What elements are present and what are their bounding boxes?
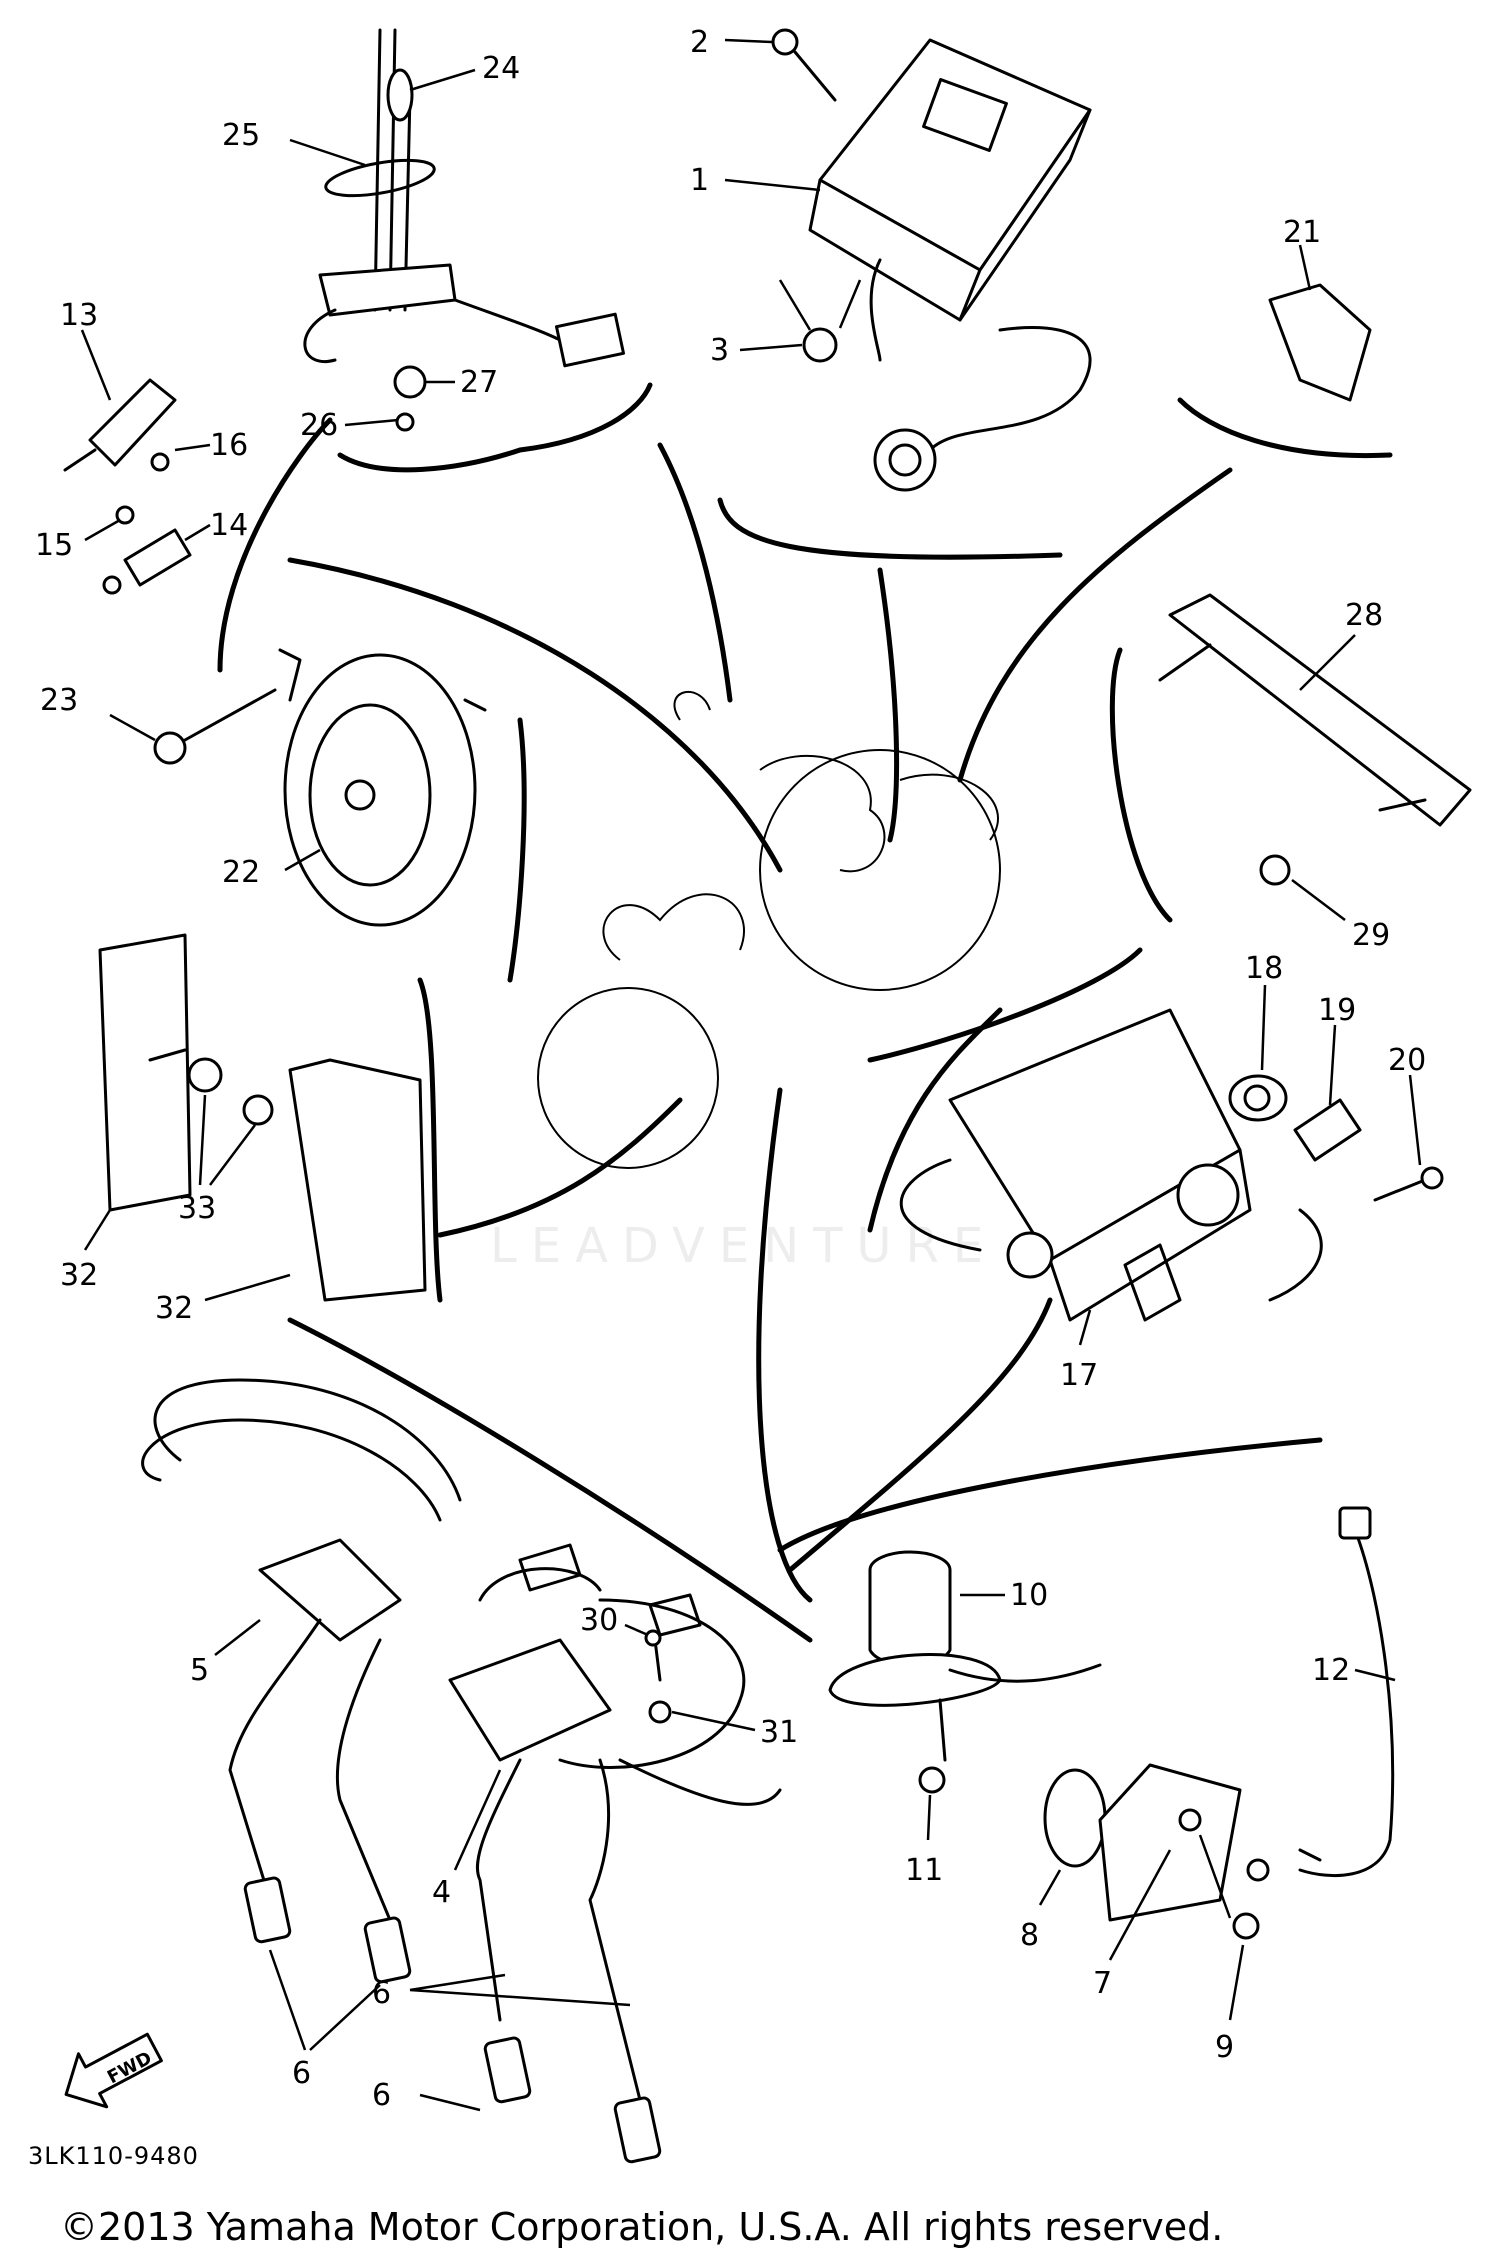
fuel-level-sender	[303, 28, 626, 432]
callout-13: 13	[60, 298, 98, 333]
callout-7: 7	[1093, 1966, 1112, 2001]
igniter-unit	[808, 38, 1092, 492]
callout-8: 8	[1020, 1918, 1039, 1953]
switches-13-14	[63, 378, 192, 595]
callouts: 1 2 3 4 5 6 6 6 7 8 9 10 11	[35, 25, 1426, 2113]
callout-17: 17	[1060, 1358, 1098, 1393]
callout-4: 4	[432, 1875, 451, 1910]
callout-24: 24	[482, 51, 520, 86]
callout-26: 26	[300, 408, 338, 443]
bolt-nut-30-31	[644, 1629, 672, 1724]
callout-10: 10	[1010, 1578, 1048, 1613]
callout-21: 21	[1283, 215, 1321, 250]
ignition-coils	[141, 1378, 782, 2164]
callout-11: 11	[905, 1853, 943, 1888]
sensor-7-8	[1043, 1763, 1260, 1940]
callout-32b: 32	[155, 1291, 193, 1326]
callout-25: 25	[222, 118, 260, 153]
callout-3: 3	[710, 333, 729, 368]
callout-27: 27	[460, 365, 498, 400]
forward-arrow-icon	[64, 2032, 163, 2109]
reflector-28	[1158, 593, 1472, 886]
callout-1: 1	[690, 163, 709, 198]
callout-22: 22	[222, 855, 260, 890]
callout-29: 29	[1352, 918, 1390, 953]
callout-23: 23	[40, 683, 78, 718]
callout-32a: 32	[60, 1258, 98, 1293]
side-reflectors	[98, 933, 427, 1302]
starter-relay	[899, 1008, 1444, 1322]
callout-12: 12	[1312, 1653, 1350, 1688]
callout-15: 15	[35, 528, 73, 563]
callout-31: 31	[760, 1715, 798, 1750]
callout-28: 28	[1345, 598, 1383, 633]
callout-16: 16	[210, 428, 248, 463]
bolt-23	[153, 688, 277, 765]
parts-diagram: FWD 1 2 3 4 5 6 6 6 7 8 9	[35, 25, 1472, 2164]
nut-3	[802, 327, 838, 363]
horn	[278, 648, 487, 927]
callout-19: 19	[1318, 993, 1356, 1028]
cover-21	[1268, 283, 1372, 402]
callout-30: 30	[580, 1603, 618, 1638]
engine-ghost-outline	[537, 691, 1001, 1169]
lead-wire-12	[1246, 1506, 1395, 1882]
callout-20: 20	[1388, 1043, 1426, 1078]
callout-2: 2	[690, 25, 709, 60]
group-dividers	[217, 382, 1393, 1643]
callout-18: 18	[1245, 951, 1283, 986]
watermark: LEADVENTURE	[490, 1218, 998, 1274]
callout-6a: 6	[292, 2056, 311, 2091]
callout-6c: 6	[372, 2078, 391, 2113]
diagram-code: 3LK110-9480	[28, 2142, 199, 2170]
callout-5: 5	[190, 1653, 209, 1688]
bolt-2	[771, 28, 837, 102]
sender-10	[828, 1550, 1102, 1794]
callout-9: 9	[1215, 2030, 1234, 2065]
callout-33a: 33	[178, 1191, 216, 1226]
copyright-notice: ©2013 Yamaha Motor Corporation, U.S.A. A…	[60, 2205, 1224, 2249]
callout-14: 14	[210, 508, 248, 543]
callout-6b: 6	[372, 1976, 391, 2011]
